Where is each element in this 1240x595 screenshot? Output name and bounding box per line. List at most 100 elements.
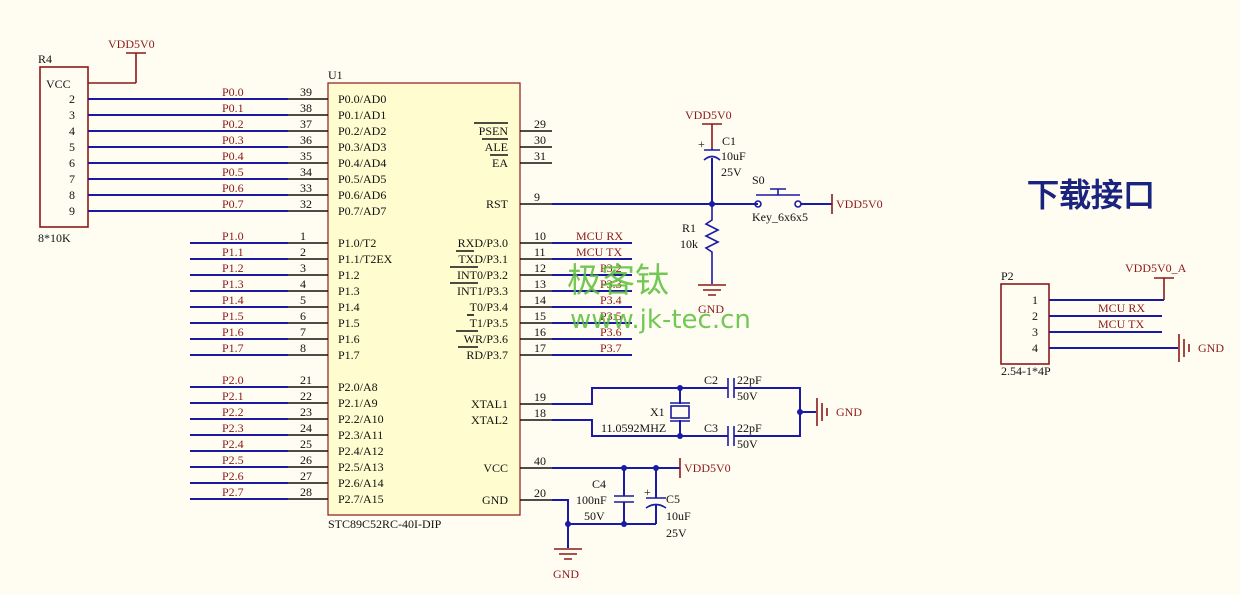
u1-pin-number: 31 (534, 149, 546, 163)
p2-pin-number: 3 (1032, 325, 1038, 339)
u1-body (327, 82, 521, 516)
p2-vdd-net: VDD5V0_A (1125, 261, 1187, 275)
u1-pin-name: P0.3/AD3 (338, 140, 386, 154)
r4-pin-number: 9 (69, 204, 75, 218)
p2-vdd-bar (1154, 277, 1174, 300)
u1-pin-name: XTAL1 (471, 397, 508, 411)
u1-pin-number: 7 (300, 325, 306, 339)
u1-pin-name: P0.0/AD0 (338, 92, 386, 106)
u1-ref: U1 (328, 68, 343, 82)
x1-crystal-plates (670, 402, 690, 422)
u1-pin-number: 22 (300, 389, 312, 403)
r1-value: 10k (680, 237, 698, 251)
net-label: P0.0 (222, 85, 244, 99)
c4-cap-symbol (614, 495, 634, 503)
net-label: P1.0 (222, 229, 244, 243)
net-label: P0.5 (222, 165, 244, 179)
c5-plus-icon: + (644, 485, 651, 499)
c2-value: 22pF (737, 373, 762, 387)
c5-voltage: 25V (666, 526, 687, 540)
net-label: P2.2 (222, 405, 244, 419)
u1-pin-name: RXD/P3.0 (458, 236, 508, 250)
u1-pin-name: P0.6/AD6 (338, 188, 386, 202)
u1-pin-name: P2.4/A12 (338, 444, 384, 458)
u1-pin-name: ALE (485, 140, 508, 154)
p2-net-label: MCU RX (1098, 301, 1145, 315)
u1-pin-name: INT1/P3.3 (457, 284, 508, 298)
u1-pin-number: 28 (300, 485, 312, 499)
r4-body (39, 66, 89, 228)
net-label: P0.7 (222, 197, 244, 211)
u1-pin-name: P1.7 (338, 348, 360, 362)
u1-pin-number: 21 (300, 373, 312, 387)
x1-top-junction (677, 385, 683, 391)
c3-value: 22pF (737, 421, 762, 435)
r4-vcc-label: VCC (46, 77, 71, 91)
r4-pin-number: 2 (69, 92, 75, 106)
crystal-circuit: X1 11.0592MHZ GND C2 22pF 50V C3 22pF 50… (552, 373, 862, 451)
r4-pin-number: 6 (69, 156, 75, 170)
c5-cap-symbol (645, 497, 667, 509)
r4-pin-number: 8 (69, 188, 75, 202)
u1-pin-name: XTAL2 (471, 413, 508, 427)
u1-pin-name: RST (486, 197, 509, 211)
p2-pin-number: 4 (1032, 341, 1038, 355)
u1-pin-name: P2.0/A8 (338, 380, 378, 394)
u1-pin-name: P2.3/A11 (338, 428, 383, 442)
u1-pin-number: 20 (534, 486, 546, 500)
power-gnd-icon (554, 548, 582, 560)
u1-pin-number: 3 (300, 261, 306, 275)
net-label: P0.4 (222, 149, 244, 163)
net-label: P1.2 (222, 261, 244, 275)
gnd-junction-mid (621, 521, 627, 527)
x1-value: 11.0592MHZ (601, 421, 666, 435)
u1-part: STC89C52RC-40I-DIP (328, 517, 442, 531)
net-label: P3.7 (600, 341, 622, 355)
xtal1-wire (552, 387, 728, 405)
p2-value: 2.54-1*4P (1001, 364, 1051, 378)
x1-crystal-body (670, 405, 690, 419)
p2-net-label: MCU TX (1098, 317, 1144, 331)
net-label: P2.1 (222, 389, 244, 403)
r4-vdd-wire (88, 52, 146, 84)
u1-pin-number: 32 (300, 197, 312, 211)
net-label: P0.2 (222, 117, 244, 131)
u1-pin-number: 4 (300, 277, 306, 291)
p2-pin-number: 2 (1032, 309, 1038, 323)
c5-ref: C5 (666, 492, 680, 506)
vcc-vdd-net: VDD5V0 (684, 461, 731, 475)
r4-pin-number: 3 (69, 108, 75, 122)
u1-pin-name: P1.0/T2 (338, 236, 376, 250)
u1-pin-number: 35 (300, 149, 312, 163)
u1-pin-number: 40 (534, 454, 546, 468)
net-label: P1.5 (222, 309, 244, 323)
u1-pin-number: 25 (300, 437, 312, 451)
s0-value: Key_6x6x5 (752, 210, 808, 224)
s0-button-symbol (756, 188, 800, 196)
p2-wires (1049, 299, 1178, 349)
c2-c3-cap-symbols (727, 378, 735, 446)
u1-pin-name: P2.6/A14 (338, 476, 384, 490)
u1-pin-number: 15 (534, 309, 546, 323)
u1-pin-number: 1 (300, 229, 306, 243)
u1-pin-number: 2 (300, 245, 306, 259)
watermark-url: www.jk-tec.cn (570, 305, 751, 335)
net-label: P3.6 (600, 325, 622, 339)
r4-pin-number: 7 (69, 172, 75, 186)
net-label: MCU TX (576, 245, 622, 259)
net-label: P1.4 (222, 293, 244, 307)
p2-body (1000, 283, 1050, 365)
net-label: P1.3 (222, 277, 244, 291)
reset-gnd-icon (698, 284, 726, 296)
r1-ref: R1 (682, 221, 696, 235)
c4-ref: C4 (592, 477, 606, 491)
u1-pin-name: VCC (483, 461, 508, 475)
u1-pin-name: P1.2 (338, 268, 360, 282)
s0-contact-left (754, 200, 762, 208)
